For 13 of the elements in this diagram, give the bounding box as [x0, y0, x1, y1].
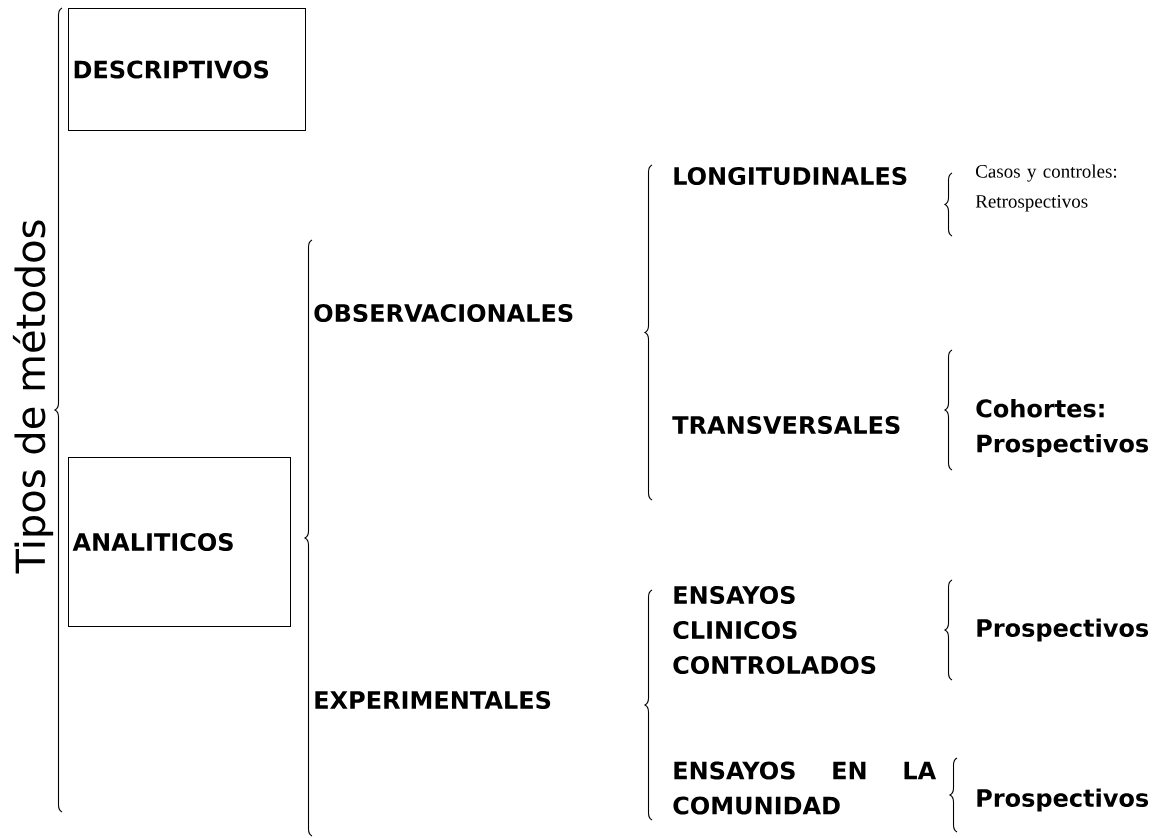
category-label: ENSAYOS CLINICOS CONTROLADOS	[673, 585, 876, 675]
note-text: Casos y controles: Retrospectivos	[975, 164, 1117, 212]
category-label: Prospectivos	[977, 618, 1149, 642]
category-label: TRANSVERSALES	[672, 415, 900, 435]
category-label: OBSERVACIONALES	[314, 303, 573, 323]
category-label: Prospectivos	[977, 788, 1149, 812]
category-box: ANALITICOS	[68, 457, 291, 627]
category-label: Cohortes: Prospectivos	[976, 398, 1149, 458]
category-label: ENSAYOS EN LA COMUNIDAD	[673, 761, 937, 815]
category-label: LONGITUDINALES	[674, 166, 907, 186]
vertical-title: Tipos de métodos	[12, 220, 54, 574]
category-label: EXPERIMENTALES	[315, 690, 551, 710]
category-box: DESCRIPTIVOS	[68, 8, 306, 131]
